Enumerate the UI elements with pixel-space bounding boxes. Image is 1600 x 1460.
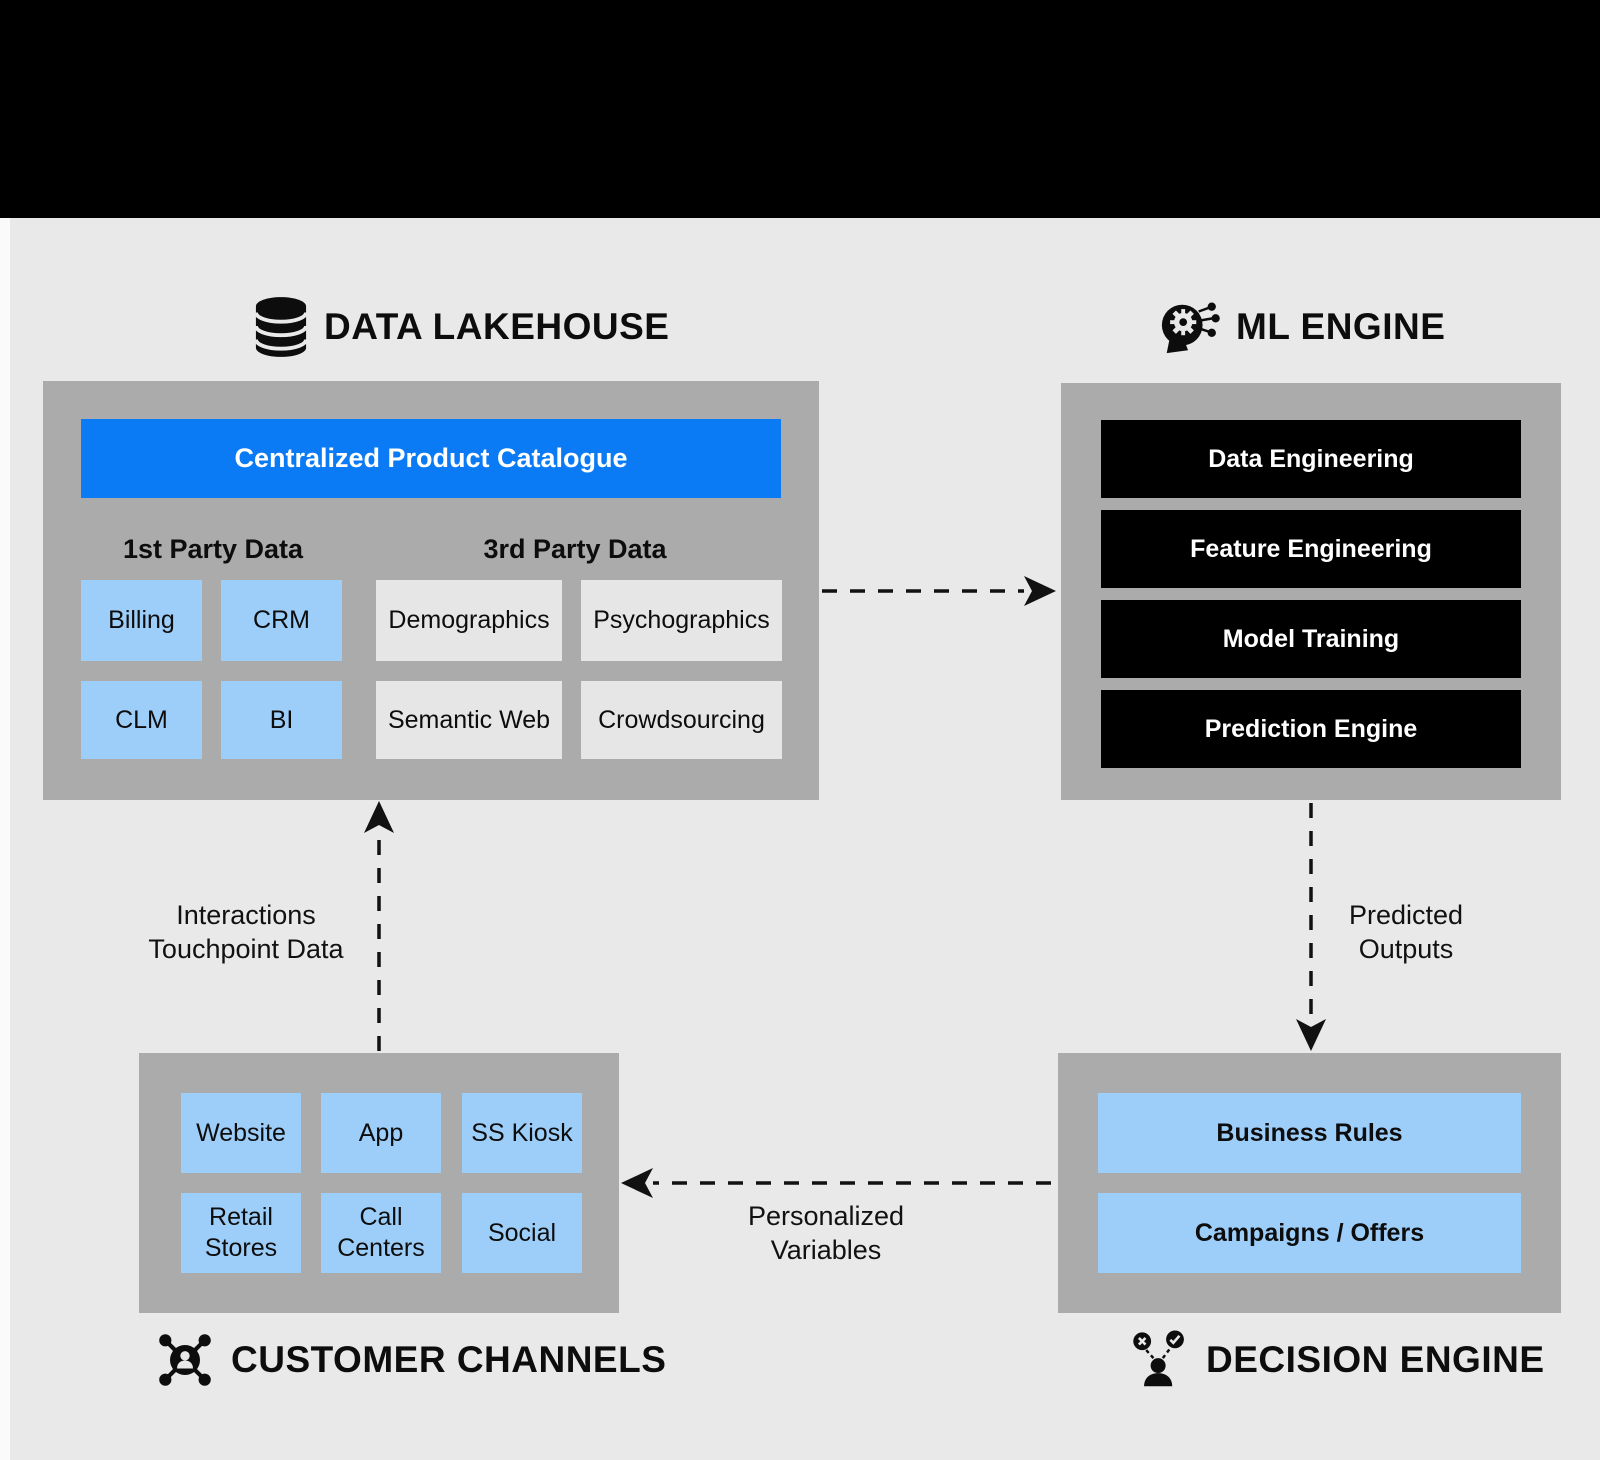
predicted-line2: Outputs [1358,934,1454,964]
first-party-heading: 1st Party Data [122,534,304,564]
predicted-line1: Predicted [1348,900,1464,930]
chip-retail-stores: Retail Stores [181,1193,301,1273]
interactions-touchpoint-label: Interactions Touchpoint Data [96,898,396,966]
stage-feature-engineering: Feature Engineering [1101,510,1521,588]
ml-engine-title-text: ML ENGINE [1236,306,1446,347]
arrowhead-down [1296,1019,1326,1051]
decision-engine-panel [1058,1053,1561,1313]
chip-call-centers: Call Centers [321,1193,441,1273]
stage-model-training: Model Training [1101,600,1521,678]
chip-campaigns-offers: Campaigns / Offers [1098,1193,1521,1273]
chip-clm: CLM [81,681,202,759]
predicted-outputs-label: Predicted Outputs [1286,898,1526,966]
personalized-line1: Personalized [747,1201,905,1231]
chip-app: App [321,1093,441,1173]
data-lakehouse-title-text: DATA LAKEHOUSE [324,306,670,347]
centralized-product-catalogue-banner: Centralized Product Catalogue [81,419,781,498]
decision-person-icon [1133,1330,1184,1387]
data-lakehouse-title: DATA LAKEHOUSE [254,294,669,360]
arrowhead-left [621,1168,653,1198]
stage-data-engineering: Data Engineering [1101,420,1521,498]
chip-crm: CRM [221,580,342,661]
decision-engine-title-text: DECISION ENGINE [1206,1339,1545,1380]
ml-head-gear-icon [1161,302,1220,354]
chip-ss-kiosk: SS Kiosk [462,1093,582,1173]
chip-bi: BI [221,681,342,759]
chip-website: Website [181,1093,301,1173]
chip-billing: Billing [81,580,202,661]
personalized-variables-label: Personalized Variables [706,1199,946,1267]
chip-social: Social [462,1193,582,1273]
third-party-heading: 3rd Party Data [483,534,667,564]
database-icon [254,297,308,357]
customer-network-icon [159,1334,211,1386]
chip-semantic-web: Semantic Web [376,681,562,759]
interactions-line2: Touchpoint Data [148,934,344,964]
chip-business-rules: Business Rules [1098,1093,1521,1173]
customer-channels-panel [139,1053,619,1313]
arrowhead-right [1024,576,1056,606]
chip-psychographics: Psychographics [581,580,782,661]
customer-channels-title-text: CUSTOMER CHANNELS [231,1339,667,1380]
chip-demographics: Demographics [376,580,562,661]
personalized-line2: Variables [770,1235,882,1265]
chip-crowdsourcing: Crowdsourcing [581,681,782,759]
arrowhead-up [364,801,394,833]
left-edge-strip [0,218,10,1460]
decision-engine-title: DECISION ENGINE [1130,1327,1545,1393]
customer-channels-title: CUSTOMER CHANNELS [155,1327,666,1393]
top-black-band [0,0,1600,218]
stage-prediction-engine: Prediction Engine [1101,690,1521,768]
ml-engine-title: ML ENGINE [1158,294,1445,360]
interactions-line1: Interactions [176,900,316,930]
